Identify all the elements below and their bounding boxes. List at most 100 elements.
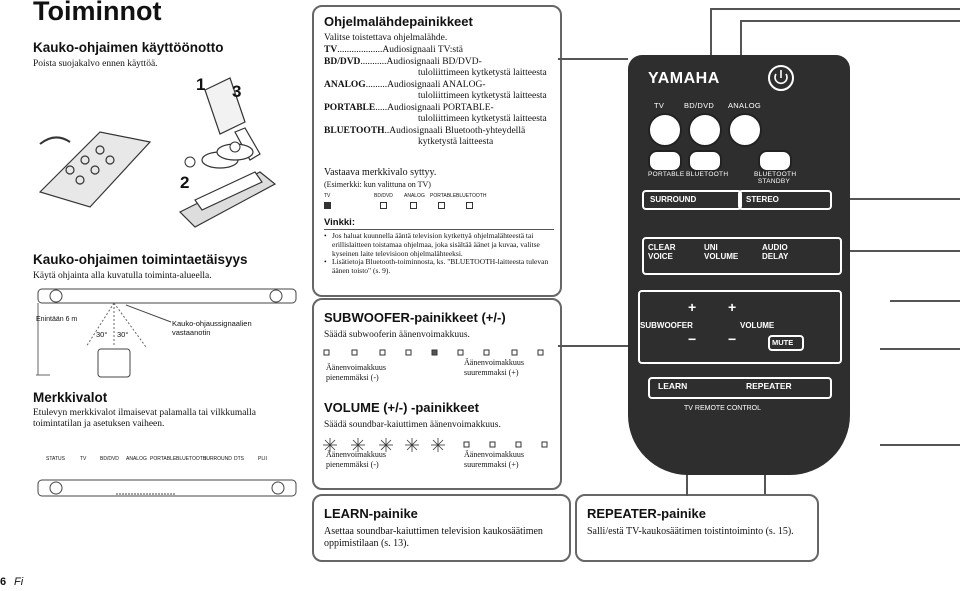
volume-group — [638, 290, 842, 364]
remote-control: YAMAHA TV BD/DVD ANALOG PORTABLE BLUETOO… — [628, 55, 850, 475]
step-2-label: 2 — [180, 173, 190, 192]
page-number: 6 — [0, 576, 7, 588]
subwoofer-minus-button[interactable]: − — [688, 331, 697, 347]
mute-button[interactable]: MUTE — [768, 335, 804, 351]
tv-remote-group — [648, 377, 832, 399]
led-label-bddvd: BD/DVD — [100, 456, 119, 462]
led-label-surround: SURROUND — [203, 456, 232, 462]
angle-right-label: 30° — [117, 330, 129, 339]
subwoofer-level-leds — [323, 349, 544, 356]
tv-button[interactable] — [648, 113, 682, 147]
learn-heading: LEARN-painike — [324, 506, 418, 521]
bluetooth-standby-button[interactable] — [758, 150, 792, 172]
subwoofer-plus-button[interactable]: + — [688, 299, 697, 315]
surround-button[interactable]: SURROUND — [642, 190, 742, 210]
input-heading: Ohjelmalähdepainikkeet — [324, 14, 473, 29]
tip-item: •Lisätietoja Bluetooth-toiminnosta, ks. … — [324, 257, 549, 276]
range-text: Käytä ohjainta alla kuvatulla toiminta-a… — [33, 271, 212, 281]
portable-button[interactable] — [648, 150, 682, 172]
repeater-button[interactable]: REPEATER — [746, 381, 792, 391]
input-led-label-tv: TV — [324, 193, 331, 199]
standby-label: BLUETOOTH STANDBY — [754, 171, 797, 185]
input-led-label-bluetooth: BLUETOOTH — [456, 193, 487, 199]
led-label-dts: DTS — [234, 456, 244, 462]
range-diagram — [36, 288, 297, 378]
step-1-label: 1 — [196, 75, 206, 94]
led-label-tv: TV — [80, 456, 87, 462]
input-item-portable: PORTABLE.....Audiosignaali PORTABLE- — [324, 102, 494, 113]
battery-install-illustration — [38, 77, 277, 228]
step-3-label: 3 — [232, 82, 242, 101]
portable-label: PORTABLE — [648, 171, 685, 178]
input-buttons-box: Ohjelmalähdepainikkeet Valitse toistetta… — [312, 5, 562, 297]
input-item-tv: TV...................Audiosignaali TV:st… — [324, 45, 463, 55]
volume-heading: VOLUME (+/-) -painikkeet — [324, 400, 479, 415]
indicators-heading: Merkkivalot — [33, 390, 108, 405]
input-item-portable-desc2: tuloliittimeen kytketystä laitteesta — [418, 114, 547, 124]
tv-remote-control-label: TV REMOTE CONTROL — [684, 405, 762, 412]
led-label-bluetooth: BLUETOOTH — [176, 456, 207, 462]
input-item-bddvd-desc2: tuloliittimeen kytketystä laitteesta — [418, 68, 547, 78]
input-intro: Valitse toistettava ohjelmalähde. — [324, 33, 448, 43]
bddvd-label: BD/DVD — [684, 101, 715, 110]
subwoofer-level-up: Äänenvoimakkuus suuremmaksi (+) — [464, 358, 524, 377]
setup-text: Poista suojakalvo ennen käyttöä. — [33, 59, 158, 69]
power-button[interactable] — [768, 65, 794, 91]
volume-level-leds — [323, 438, 548, 452]
subwoofer-text: Säädä subwooferin äänenvoimakkuus. — [324, 330, 470, 340]
front-panel-leds: STATUS TV BD/DVD ANALOG PORTABLE BLUETOO… — [46, 450, 296, 466]
page-title: Toiminnot — [33, 0, 162, 26]
audio-delay-button[interactable]: AUDIO DELAY — [762, 243, 789, 261]
led-label-plii: PLII — [258, 456, 267, 462]
repeater-text: Salli/estä TV-kaukosäätimen toistintoimi… — [587, 526, 794, 537]
learn-box: LEARN-painike Asettaa soundbar-kaiuttime… — [312, 494, 571, 562]
input-item-bddvd: BD/DVD...........Audiosignaali BD/DVD- — [324, 56, 482, 67]
analog-button[interactable] — [728, 113, 762, 147]
subwoofer-volume-box: SUBWOOFER-painikkeet (+/-) Säädä subwoof… — [312, 298, 562, 490]
tips-list: •Jos haluat kuunnella ääntä television k… — [324, 231, 556, 276]
led-lit — [324, 202, 331, 209]
led-off — [466, 202, 473, 209]
example-note: (Esimerkki: kun valittuna on TV) — [324, 180, 431, 189]
setup-heading: Kauko-ohjaimen käyttöönotto — [33, 40, 224, 55]
subwoofer-level-down: Äänenvoimakkuus pienemmäksi (-) — [326, 363, 386, 382]
angle-left-label: 30° — [96, 330, 108, 339]
repeater-heading: REPEATER-painike — [587, 506, 706, 521]
analog-label: ANALOG — [728, 101, 762, 110]
stereo-button[interactable]: STEREO — [738, 190, 832, 210]
clear-voice-button[interactable]: CLEAR VOICE — [648, 243, 676, 261]
volume-minus-button[interactable]: − — [728, 331, 737, 347]
indicator-note: Vastaava merkkivalo syttyy. — [324, 167, 437, 178]
led-label-analog: ANALOG — [126, 456, 147, 462]
bddvd-button[interactable] — [688, 113, 722, 147]
volume-text: Säädä soundbar-kaiuttimen äänenvoimakkuu… — [324, 420, 501, 430]
input-item-analog-desc2: tuloliittimeen kytketystä laitteesta — [418, 91, 547, 101]
learn-button[interactable]: LEARN — [658, 381, 688, 391]
repeater-box: REPEATER-painike Salli/estä TV-kaukosäät… — [575, 494, 819, 562]
bluetooth-button[interactable] — [688, 150, 722, 172]
volume-level-up: Äänenvoimakkuus suuremmaksi (+) — [464, 450, 524, 469]
input-led-label-analog: ANALOG — [404, 193, 425, 199]
input-item-analog: ANALOG.........Audiosignaali ANALOG- — [324, 79, 486, 90]
led-off — [438, 202, 445, 209]
front-panel-soundbar — [37, 479, 297, 497]
input-item-bluetooth-desc2: kytketystä laitteesta — [418, 137, 494, 147]
range-heading: Kauko-ohjaimen toimintaetäisyys — [33, 252, 248, 267]
indicators-text: Etulevyn merkkivalot ilmaisevat palamall… — [33, 408, 256, 429]
volume-plus-button[interactable]: + — [728, 299, 737, 315]
bluetooth-label: BLUETOOTH — [686, 171, 729, 178]
tv-label: TV — [654, 101, 665, 110]
uni-volume-button[interactable]: UNI VOLUME — [704, 243, 739, 261]
volume-level-down: Äänenvoimakkuus pienemmäksi (-) — [326, 450, 386, 469]
learn-text: Asettaa soundbar-kaiuttimen television k… — [324, 526, 543, 549]
tip-item: •Jos haluat kuunnella ääntä television k… — [324, 231, 540, 258]
page-lang: Fi — [14, 576, 24, 588]
led-off — [410, 202, 417, 209]
power-icon — [774, 70, 788, 85]
subwoofer-heading: SUBWOOFER-painikkeet (+/-) — [324, 310, 506, 325]
subwoofer-label: SUBWOOFER — [640, 321, 693, 330]
brand-logo: YAMAHA — [648, 70, 720, 87]
distance-label: Enintään 6 m — [36, 316, 78, 323]
led-off — [380, 202, 387, 209]
input-list: TV...................Audiosignaali TV:st… — [324, 45, 559, 149]
